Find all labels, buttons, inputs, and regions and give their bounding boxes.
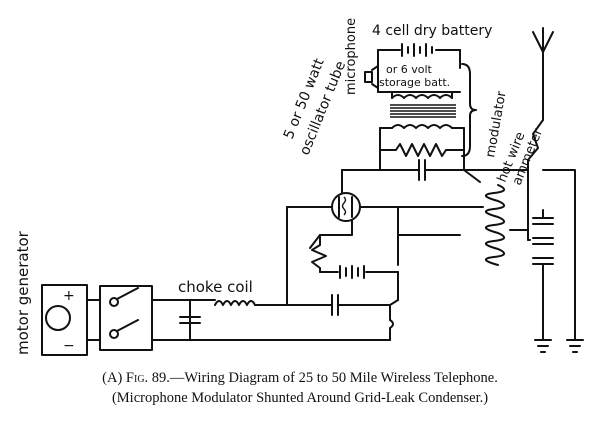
minus-sign: − xyxy=(63,338,75,354)
bypass-condenser xyxy=(286,271,399,341)
caption-fig-number: Fig. 89. xyxy=(125,370,170,386)
choke-coil: choke coil xyxy=(178,278,288,306)
tuning-inductance xyxy=(397,169,531,266)
figure-caption: (A) Fig. 89.—Wiring Diagram of 25 to 50 … xyxy=(0,370,600,387)
filter-condenser xyxy=(179,299,391,341)
storage-battery-line1: or 6 volt xyxy=(386,63,433,76)
motor-generator: motor generator + − xyxy=(14,230,101,356)
battery-label: 4 cell dry battery xyxy=(372,23,492,39)
aerial-antenna xyxy=(532,27,554,121)
figure-subcaption: (Microphone Modulator Shunted Around Gri… xyxy=(111,390,489,406)
battery-4-cell: 4 cell dry battery or 6 volt storage bat… xyxy=(372,23,492,93)
microphone: microphone xyxy=(344,18,379,95)
plus-sign: + xyxy=(63,288,75,304)
caption-prefix: (A) xyxy=(102,370,123,386)
choke-coil-label: choke coil xyxy=(178,278,253,296)
motor-generator-label: motor generator xyxy=(14,230,32,355)
double-pole-switch xyxy=(99,285,181,351)
coupling-condenser xyxy=(341,159,529,181)
grid-battery xyxy=(309,234,399,279)
aerial-condenser-and-grounds xyxy=(532,169,584,353)
caption-title: —Wiring Diagram of 25 to 50 Mile Wireles… xyxy=(169,370,498,386)
grid-leak-network xyxy=(379,127,465,171)
storage-battery-line2: storage batt. xyxy=(379,76,450,89)
microphone-label: microphone xyxy=(344,18,359,95)
hot-wire-ammeter: hot wire ammeter xyxy=(495,119,546,211)
modulator-label: modulator xyxy=(483,89,510,158)
